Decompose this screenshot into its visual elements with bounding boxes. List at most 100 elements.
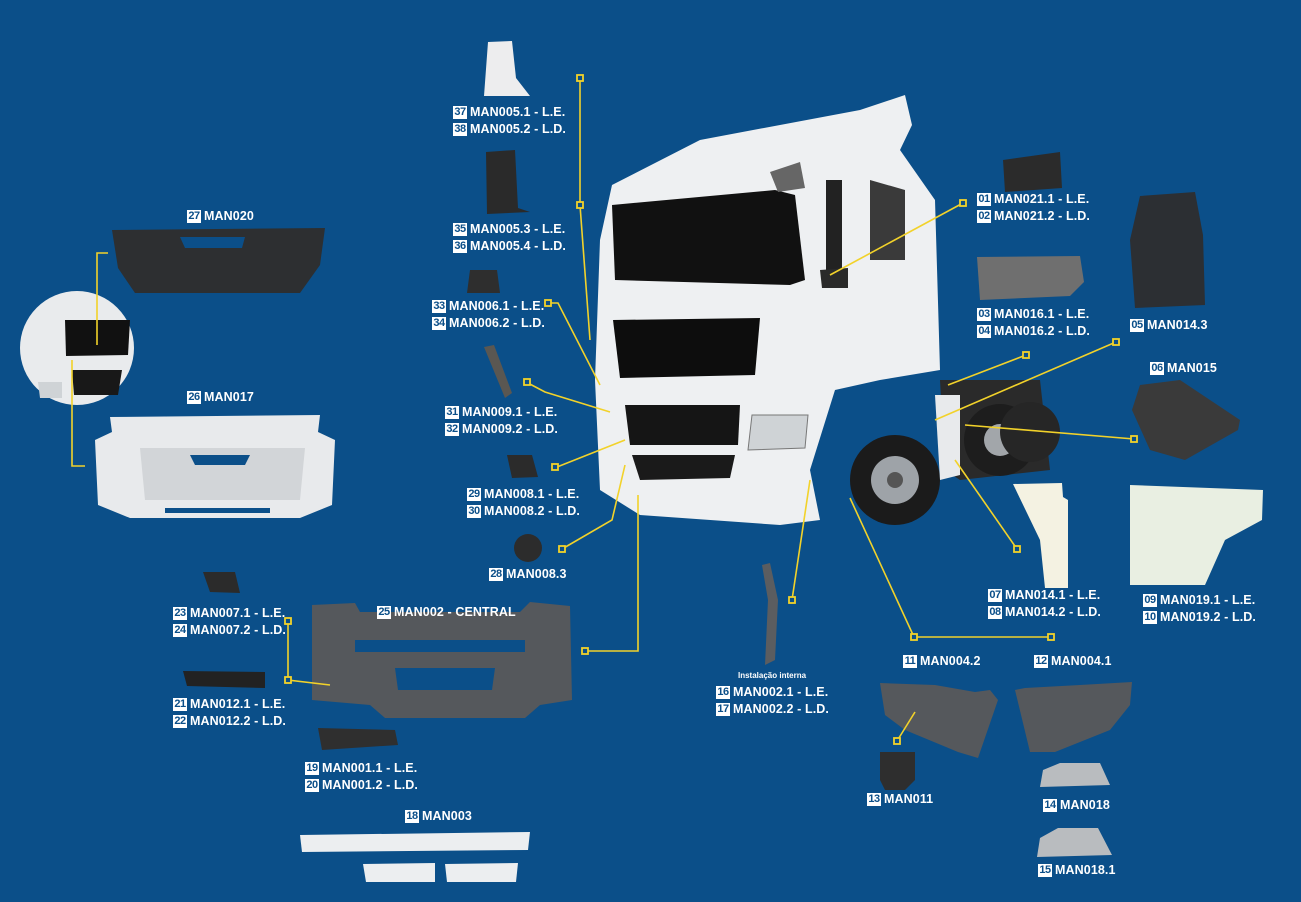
part-image-13 [880,752,915,790]
part-number-badge: 34 [432,317,446,330]
part-image-16 [762,563,778,665]
part-number-badge: 14 [1043,799,1057,812]
part-code: MAN002.1 - L.E. [733,685,829,699]
part-image-18b [363,863,435,882]
part-image-11 [880,683,998,758]
part-code: MAN014.1 - L.E. [1005,588,1101,602]
part-code: MAN012.1 - L.E. [190,697,286,711]
part-number-badge: 21 [173,698,187,711]
part-code: MAN015 [1167,361,1217,375]
part-image-23 [203,572,240,593]
part-code: MAN009.1 - L.E. [462,405,558,419]
part-number-badge: 08 [988,606,1002,619]
part-number-badge: 18 [405,810,419,823]
part-image-07 [1013,483,1068,588]
part-image-15 [1037,828,1112,857]
part-number-badge: 35 [453,223,467,236]
part-image-33 [467,270,500,293]
part-code: MAN004.2 [920,654,981,668]
part-code: MAN003 [422,809,472,823]
part-number-badge: 36 [453,240,467,253]
part-number-badge: 16 [716,686,730,699]
part-code: MAN008.1 - L.E. [484,487,580,501]
part-image-05 [1130,192,1205,308]
part-code: MAN019.2 - L.D. [1160,610,1256,624]
part-code: MAN021.2 - L.D. [994,209,1090,223]
part-code: MAN009.2 - L.D. [462,422,558,436]
part-code: MAN021.1 - L.E. [994,192,1090,206]
part-code: MAN007.1 - L.E. [190,606,286,620]
part-number-badge: 28 [489,568,503,581]
part-image-06 [1132,380,1240,460]
part-image-31 [484,345,512,398]
part-number-badge: 24 [173,624,187,637]
part-image-01 [1003,152,1062,192]
part-image-19 [318,728,398,750]
part-number-badge: 12 [1034,655,1048,668]
part-code: MAN014.3 [1147,318,1208,332]
part-image-14 [1040,763,1110,787]
part-number-badge: 01 [977,193,991,206]
part-number-badge: 17 [716,703,730,716]
part-number-badge: 15 [1038,864,1052,877]
part-image-28 [514,534,542,562]
part-code: MAN008.2 - L.D. [484,504,580,518]
part-number-badge: 11 [903,655,917,668]
part-number-badge: 30 [467,505,481,518]
part-number-badge: 26 [187,391,201,404]
part-number-badge: 31 [445,406,459,419]
part-number-badge: 05 [1130,319,1144,332]
part-number-badge: 02 [977,210,991,223]
part-code: MAN004.1 [1051,654,1112,668]
part-number-badge: 33 [432,300,446,313]
part-code: MAN001.1 - L.E. [322,761,418,775]
part-image-03 [977,256,1084,300]
part-code: MAN006.1 - L.E. [449,299,545,313]
part-image-18a [300,832,530,852]
part-code: MAN017 [204,390,254,404]
part-number-badge: 13 [867,793,881,806]
part-number-badge: 03 [977,308,991,321]
part-number-badge: 10 [1143,611,1157,624]
part-number-badge: 04 [977,325,991,338]
part-number-badge: 37 [453,106,467,119]
part-code: MAN012.2 - L.D. [190,714,286,728]
part-code: MAN006.2 - L.D. [449,316,545,330]
part-number-badge: 32 [445,423,459,436]
part-code: MAN005.1 - L.E. [470,105,566,119]
part-image-09 [1130,485,1263,585]
part-code: MAN014.2 - L.D. [1005,605,1101,619]
part-image-12 [1015,682,1132,752]
part-code: MAN002.2 - L.D. [733,702,829,716]
part-image-21 [183,671,265,688]
part-code: MAN005.3 - L.E. [470,222,566,236]
part-image-18c [445,863,518,882]
part-code: MAN016.1 - L.E. [994,307,1090,321]
part-image-35 [486,150,530,214]
part-image-37 [484,41,530,96]
connector-lines [71,78,1135,742]
part-number-badge: 23 [173,607,187,620]
part-code: MAN007.2 - L.D. [190,623,286,637]
part-number-badge: 20 [305,779,319,792]
part-code: MAN011 [884,792,934,806]
part-code: MAN018 [1060,798,1110,812]
part-code: MAN001.2 - L.D. [322,778,418,792]
